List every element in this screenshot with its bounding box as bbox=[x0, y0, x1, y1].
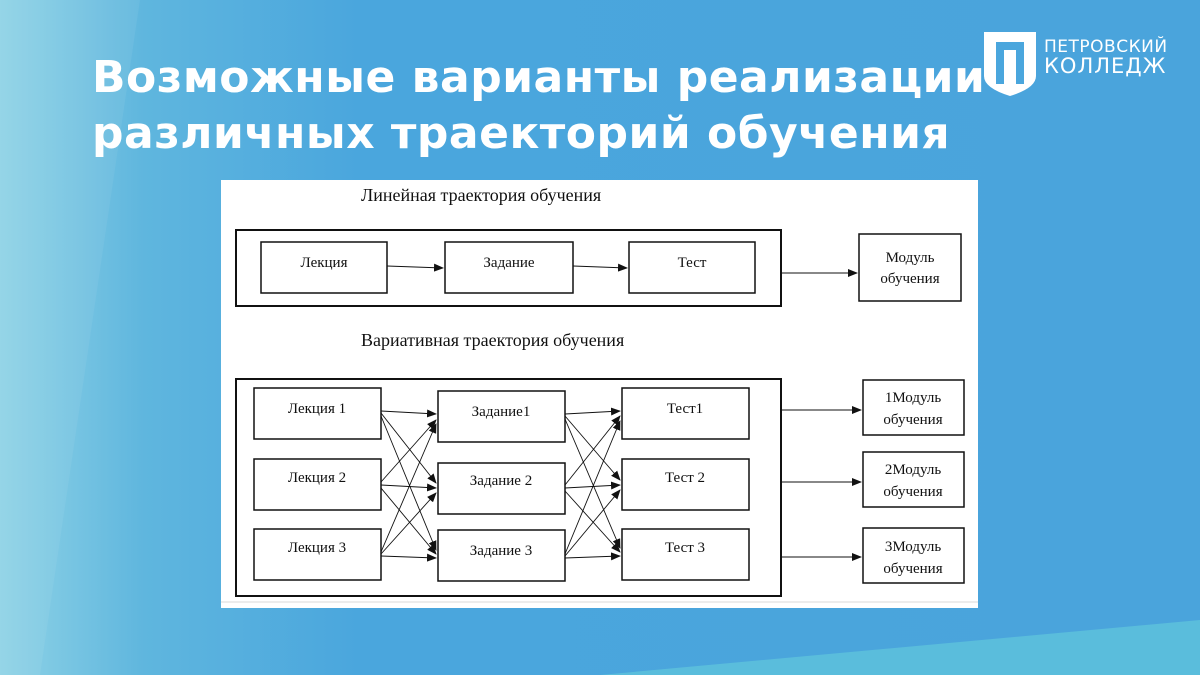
linear-step-task-label: Задание bbox=[483, 255, 535, 271]
linear-arrow-1 bbox=[386, 263, 444, 272]
task-label-3: Задание 3 bbox=[470, 543, 532, 559]
linear-frame bbox=[235, 229, 782, 307]
college-logo: ПЕТРОВСКИЙ КОЛЛЕДЖ bbox=[982, 28, 1172, 98]
test-box-1 bbox=[621, 387, 750, 440]
output-module-box-1 bbox=[862, 379, 965, 436]
linear-step-test-label: Тест bbox=[678, 255, 707, 271]
output-module-box-3 bbox=[862, 527, 965, 584]
task-box-2 bbox=[437, 462, 566, 515]
lecture-to-task-arrows bbox=[380, 409, 437, 562]
linear-output-line-2: обучения bbox=[880, 271, 939, 287]
task-label-2: Задание 2 bbox=[470, 473, 532, 489]
test-label-1: Тест1 bbox=[667, 401, 703, 417]
logo-shield-icon bbox=[984, 32, 1036, 96]
logo-wordmark: ПЕТРОВСКИЙ КОЛЛЕДЖ bbox=[1044, 37, 1168, 78]
task-box-1 bbox=[437, 390, 566, 443]
slide-title: Возможные варианты реализации различных … bbox=[92, 50, 986, 162]
test-label-3: Тест 3 bbox=[665, 540, 705, 556]
linear-step-task bbox=[444, 241, 574, 294]
linear-step-lecture-label: Лекция bbox=[301, 255, 348, 271]
output-module-3-line-2: обучения bbox=[883, 561, 942, 577]
task-to-test-arrows bbox=[564, 407, 621, 561]
logo-line-2: КОЛЛЕДЖ bbox=[1044, 54, 1167, 78]
test-label-2: Тест 2 bbox=[665, 470, 705, 486]
output-module-1-line-2: обучения bbox=[883, 412, 942, 428]
linear-output-module bbox=[858, 233, 962, 302]
test-box-2 bbox=[621, 458, 750, 511]
slide-title-line-2: различных траекторий обучения bbox=[92, 108, 951, 159]
task-box-3 bbox=[437, 529, 566, 582]
diagram-panel: Линейная траектория обучения Лекция Зада… bbox=[221, 180, 978, 608]
output-module-3-line-1: 3Модуль bbox=[885, 539, 941, 555]
lecture-label-1: Лекция 1 bbox=[288, 401, 346, 417]
linear-step-test bbox=[628, 241, 756, 294]
variative-heading: Вариативная траектория обучения bbox=[361, 330, 624, 350]
lecture-box-3 bbox=[253, 528, 382, 581]
lecture-label-2: Лекция 2 bbox=[288, 470, 346, 486]
linear-arrow-2 bbox=[572, 263, 628, 272]
slide-title-line-1: Возможные варианты реализации bbox=[92, 52, 986, 103]
trajectory-diagram: Линейная траектория обучения Лекция Зада… bbox=[221, 185, 978, 603]
lecture-label-3: Лекция 3 bbox=[288, 540, 346, 556]
variative-frame bbox=[235, 378, 782, 597]
logo-line-1: ПЕТРОВСКИЙ bbox=[1044, 37, 1168, 57]
test-box-3 bbox=[621, 528, 750, 581]
linear-output-line-1: Модуль bbox=[886, 250, 935, 266]
linear-step-lecture bbox=[260, 241, 388, 294]
output-module-box-2 bbox=[862, 451, 965, 508]
task-label-1: Задание1 bbox=[472, 404, 531, 420]
lecture-box-2 bbox=[253, 458, 382, 511]
output-module-2-line-1: 2Модуль bbox=[885, 462, 941, 478]
linear-heading: Линейная траектория обучения bbox=[361, 185, 601, 205]
output-module-2-line-2: обучения bbox=[883, 484, 942, 500]
output-module-1-line-1: 1Модуль bbox=[885, 390, 941, 406]
